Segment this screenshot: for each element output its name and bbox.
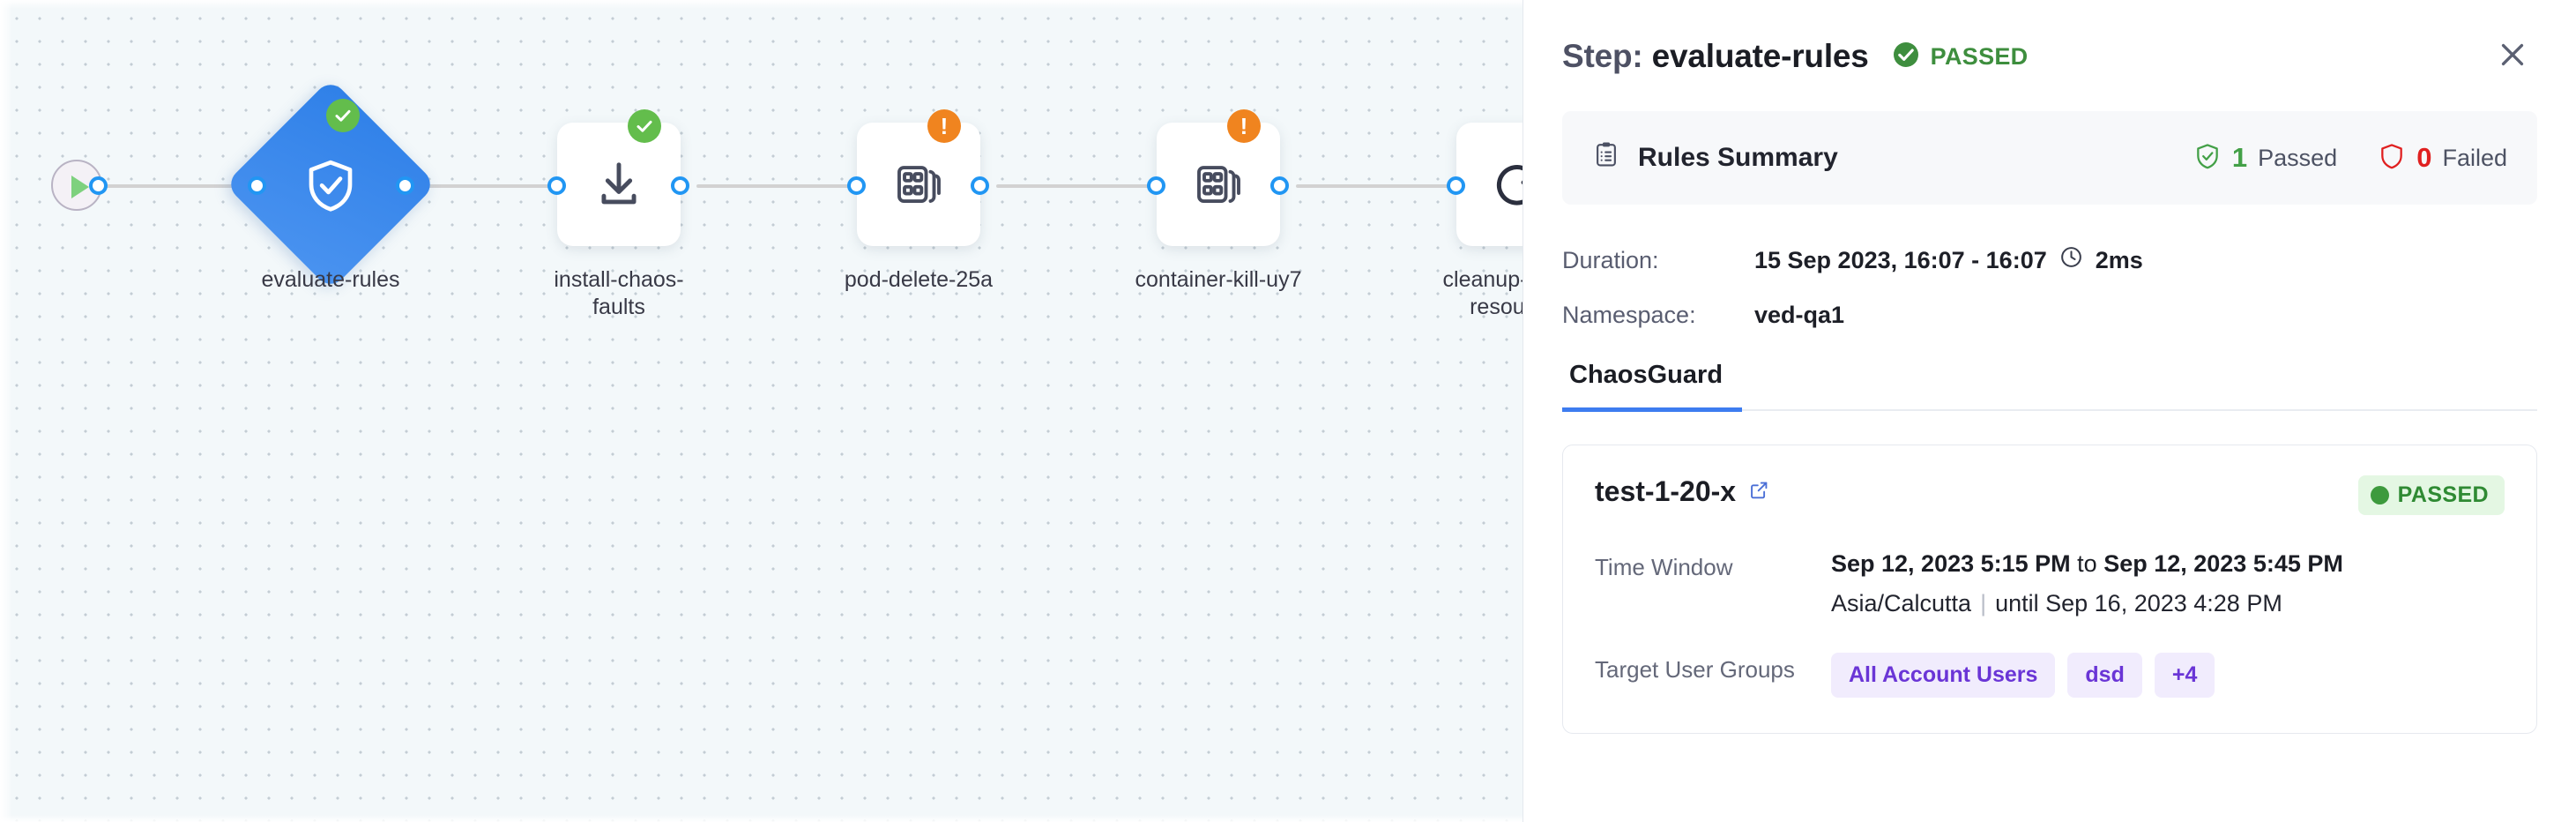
target-user-groups-chips: All Account Users dsd +4	[1831, 653, 2215, 698]
divider: |	[1980, 590, 1987, 616]
node-port[interactable]	[89, 176, 108, 195]
exclamation-mark: !	[940, 113, 949, 139]
connector-line	[696, 184, 873, 188]
node-status-warning-icon: !	[927, 109, 961, 143]
node-label-install-chaos-faults: install-chaos- faults	[554, 267, 684, 320]
test-name-label: test-1-20-x	[1595, 475, 1737, 507]
page-title: Step: evaluate-rules	[1562, 38, 1869, 75]
node-port[interactable]	[396, 176, 414, 195]
close-icon	[2496, 38, 2529, 76]
connector-line	[99, 184, 266, 188]
namespace-row: Namespace: ved-qa1	[1562, 302, 2537, 329]
node-port[interactable]	[1270, 176, 1289, 195]
rules-passed-label: Passed	[2258, 144, 2338, 171]
node-status-success-icon	[326, 99, 360, 132]
node-cleanup-chaos-resources[interactable]	[1456, 123, 1523, 246]
rules-failed-group: 0 Failed	[2378, 142, 2507, 175]
rules-passed-count: 1	[2231, 142, 2248, 173]
connector-line	[1296, 184, 1472, 188]
duration-elapsed: 2ms	[2095, 246, 2143, 273]
chip-all-account-users[interactable]: All Account Users	[1831, 653, 2056, 698]
node-port[interactable]	[1147, 176, 1165, 195]
node-status-warning-icon: !	[1227, 109, 1261, 143]
rules-failed-label: Failed	[2442, 144, 2507, 171]
panel-header: Step: evaluate-rules PASSED	[1562, 0, 2537, 106]
time-window-row: Time Window Sep 12, 2023 5:15 PM to Sep …	[1595, 550, 2505, 617]
shield-check-icon	[299, 153, 362, 217]
time-window-start: Sep 12, 2023 5:15 PM	[1831, 550, 2071, 577]
namespace-value: ved-qa1	[1754, 302, 1845, 328]
connector-line	[996, 184, 1173, 188]
chip-dsd[interactable]: dsd	[2067, 653, 2142, 698]
duration-range: 15 Sep 2023, 16:07 - 16:07	[1754, 246, 2047, 273]
step-meta: Duration: 15 Sep 2023, 16:07 - 16:07 2ms…	[1562, 245, 2537, 329]
step-details-panel: Step: evaluate-rules PASSED	[1523, 0, 2576, 822]
node-status-success-icon	[628, 109, 661, 143]
canvas-bottom-fade	[0, 815, 1523, 822]
chaosguard-test-card: test-1-20-x PASSED Time Window	[1562, 445, 2537, 734]
timezone-label: Asia/Calcutta	[1831, 590, 1972, 616]
node-port[interactable]	[547, 176, 566, 195]
connector-line	[397, 184, 573, 188]
duration-value: 15 Sep 2023, 16:07 - 16:07 2ms	[1754, 245, 2143, 275]
time-window-meta: Asia/Calcutta | until Sep 16, 2023 4:28 PM	[1831, 590, 2343, 617]
canvas-top-fade	[0, 0, 1523, 9]
node-port[interactable]	[248, 176, 266, 195]
rules-passed-group: 1 Passed	[2193, 142, 2337, 175]
shield-icon	[2378, 142, 2406, 175]
time-window-range: Sep 12, 2023 5:15 PM to Sep 12, 2023 5:4…	[1831, 550, 2343, 578]
time-window-end: Sep 12, 2023 5:45 PM	[2103, 550, 2343, 577]
node-container-kill-uy7[interactable]	[1157, 123, 1280, 246]
node-label-cleanup-chaos-resources: cleanup-chaos- resources	[1442, 267, 1523, 320]
time-window-label: Time Window	[1595, 554, 1733, 580]
close-button[interactable]	[2488, 32, 2537, 81]
duration-row: Duration: 15 Sep 2023, 16:07 - 16:07 2ms	[1562, 245, 2537, 275]
rules-summary-label: Rules Summary	[1638, 143, 1838, 172]
exclamation-mark: !	[1240, 113, 1248, 139]
namespace-label: Namespace:	[1562, 302, 1696, 328]
target-user-groups-row: Target User Groups All Account Users dsd…	[1595, 653, 2505, 698]
status-dot-icon	[2370, 486, 2389, 504]
rules-failed-count: 0	[2416, 142, 2432, 173]
chaos-fault-icon	[892, 158, 945, 211]
node-label-pod-delete-25a: pod-delete-25a	[844, 267, 994, 292]
time-window-value: Sep 12, 2023 5:15 PM to Sep 12, 2023 5:4…	[1831, 550, 2343, 617]
time-window-separator: to	[2070, 550, 2104, 577]
duration-label: Duration:	[1562, 246, 1659, 273]
chaos-fault-icon	[1192, 158, 1245, 211]
target-user-groups-label: Target User Groups	[1595, 656, 1795, 683]
panel-tabs: ChaosGuard	[1562, 355, 2537, 412]
status-text: PASSED	[1930, 42, 2029, 70]
rules-summary-title: Rules Summary	[1592, 140, 1838, 176]
chip-overflow-count[interactable]: +4	[2154, 653, 2215, 698]
test-status-text: PASSED	[2397, 482, 2489, 507]
shield-check-icon	[2193, 142, 2222, 175]
pipeline-canvas[interactable]: evaluate-rules install-chaos- faults	[0, 0, 1523, 822]
node-label-evaluate-rules: evaluate-rules	[261, 267, 400, 292]
tab-chaosguard[interactable]: ChaosGuard	[1562, 355, 1743, 412]
node-port[interactable]	[1447, 176, 1465, 195]
step-prefix-label: Step:	[1562, 38, 1643, 74]
node-port[interactable]	[971, 176, 989, 195]
download-icon	[592, 157, 646, 212]
until-label: until Sep 16, 2023 4:28 PM	[1995, 590, 2282, 616]
clipboard-list-icon	[1592, 140, 1620, 176]
external-link-icon[interactable]	[1748, 475, 1770, 508]
node-install-chaos-faults[interactable]	[557, 123, 681, 246]
clock-icon	[2059, 245, 2083, 275]
rules-counts: 1 Passed 0 Failed	[2193, 142, 2507, 175]
play-icon	[71, 176, 89, 198]
node-label-container-kill-uy7: container-kill-uy7	[1135, 267, 1302, 292]
node-pod-delete-25a[interactable]	[857, 123, 980, 246]
check-circle-icon	[1892, 41, 1920, 73]
test-card-header: test-1-20-x PASSED	[1595, 475, 2505, 515]
step-name-label: evaluate-rules	[1651, 38, 1869, 74]
rules-summary-card: Rules Summary 1 Passed	[1562, 111, 2537, 205]
test-name: test-1-20-x	[1595, 475, 1770, 508]
node-port[interactable]	[847, 176, 866, 195]
status-badge: PASSED	[1892, 41, 2029, 73]
node-port[interactable]	[671, 176, 689, 195]
refresh-icon	[1490, 156, 1523, 213]
test-status-badge: PASSED	[2357, 475, 2505, 515]
